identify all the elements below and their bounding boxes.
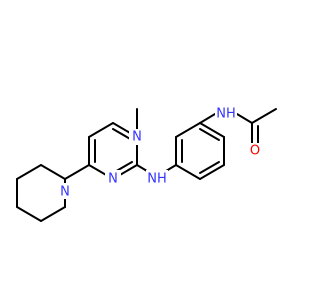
bond bbox=[199, 113, 216, 124]
atom-nh-amine-2: NH bbox=[215, 105, 237, 122]
atom-n-pyrimidine-1: N bbox=[105, 170, 121, 187]
bond bbox=[199, 161, 220, 174]
bond bbox=[199, 128, 220, 141]
bond bbox=[40, 206, 66, 222]
bond bbox=[16, 164, 42, 180]
benzene-ring bbox=[175, 122, 225, 180]
bond bbox=[199, 122, 225, 138]
bond bbox=[40, 164, 66, 180]
bond bbox=[175, 164, 201, 180]
bond bbox=[112, 128, 133, 141]
atom-label-o-carbonyl: O bbox=[250, 144, 260, 159]
bond bbox=[16, 206, 42, 222]
bond bbox=[236, 113, 253, 124]
atom-label-nh-amine-2: NH bbox=[216, 107, 236, 122]
molecule-structure: N N N NH NH O bbox=[16, 105, 277, 222]
bond bbox=[251, 108, 277, 124]
atom-label-nh-amine-1: NH bbox=[147, 172, 167, 187]
bond bbox=[199, 164, 225, 180]
bond bbox=[175, 122, 201, 138]
atom-n-pyrimidine-2: N bbox=[129, 129, 145, 145]
atom-label-n-pyrimidine-2: N bbox=[132, 130, 142, 145]
bond bbox=[88, 122, 114, 138]
atom-n-piperidine: N bbox=[57, 183, 73, 200]
bond bbox=[64, 164, 90, 180]
atom-label-n-pyrimidine-1: N bbox=[108, 172, 118, 187]
atom-nh-amine-1: NH bbox=[146, 170, 168, 187]
atom-label-n-piperidine: N bbox=[60, 185, 70, 200]
atom-o-carbonyl: O bbox=[247, 143, 263, 159]
